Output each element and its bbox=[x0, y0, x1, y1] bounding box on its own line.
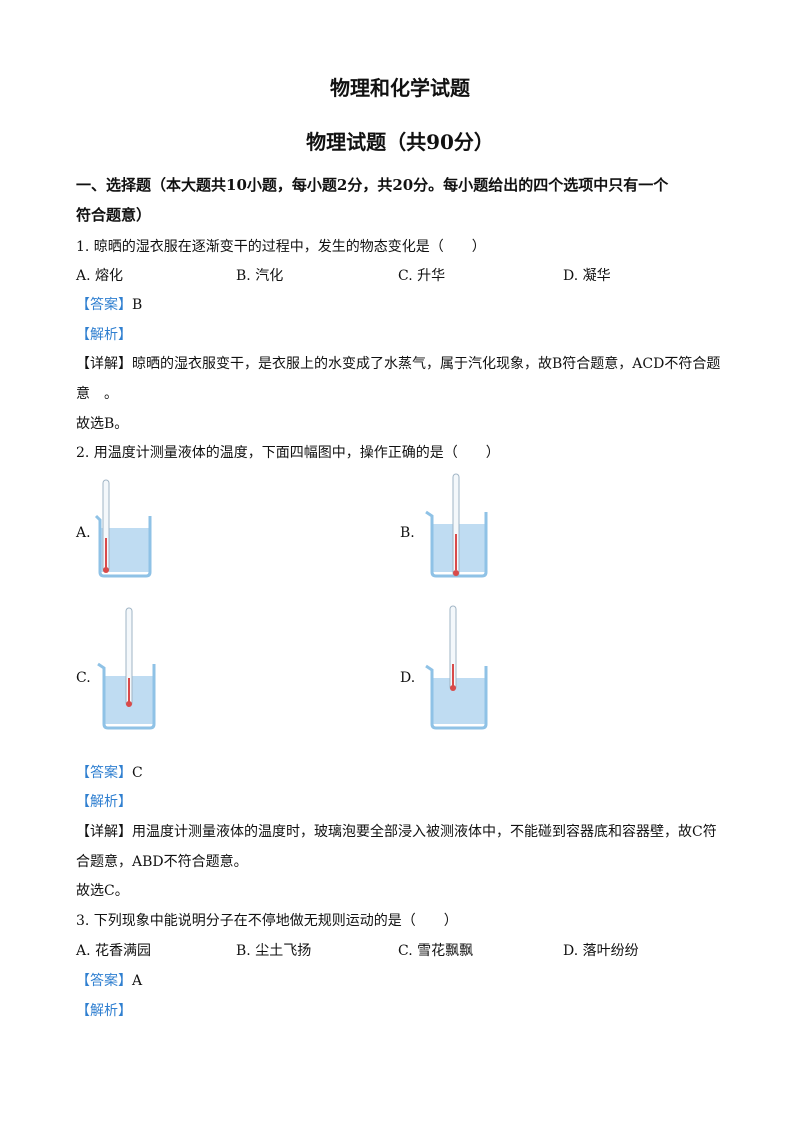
q3-option-a: A. 花香满园 bbox=[76, 943, 152, 959]
answer-value: C bbox=[132, 765, 143, 781]
q2-option-a-figure bbox=[92, 478, 162, 578]
section-heading-line2: 符合题意） bbox=[76, 206, 152, 224]
answer-tag: 【答案】 bbox=[76, 297, 132, 313]
answer-value: B bbox=[132, 297, 143, 313]
q2-analysis-tag: 【解析】 bbox=[76, 791, 132, 811]
section-heading-line1: 一、选择题（本大题共10小题，每小题2分，共20分。每小题给出的四个选项中只有一… bbox=[76, 176, 669, 194]
q1-analysis-tag: 【解析】 bbox=[76, 324, 132, 344]
answer-value: A bbox=[132, 973, 143, 989]
q1-option-b: B. 汽化 bbox=[236, 268, 284, 284]
q3-option-d: D. 落叶纷纷 bbox=[563, 943, 639, 959]
q1-detail-line2: 意 。 bbox=[76, 386, 118, 402]
q2-option-c-label: C. bbox=[76, 670, 91, 686]
q3-analysis-tag: 【解析】 bbox=[76, 1000, 132, 1020]
q2-stem: 2. 用温度计测量液体的温度，下面四幅图中，操作正确的是（ ） bbox=[76, 445, 500, 461]
q3-option-b: B. 尘土飞扬 bbox=[236, 943, 312, 959]
page-subtitle: 物理试题（共90分） bbox=[306, 130, 494, 154]
page-title: 物理和化学试题 bbox=[330, 76, 470, 100]
q2-detail-line1: 【详解】用温度计测量液体的温度时，玻璃泡要全部浸入被测液体中，不能碰到容器底和容… bbox=[76, 821, 717, 841]
analysis-tag: 【解析】 bbox=[76, 794, 132, 810]
q2-option-d-figure bbox=[418, 604, 498, 730]
q1-stem: 1. 晾晒的湿衣服在逐渐变干的过程中，发生的物态变化是（ ） bbox=[76, 239, 486, 255]
q2-option-a-label: A. bbox=[76, 525, 91, 541]
analysis-tag: 【解析】 bbox=[76, 1003, 132, 1019]
q2-answer: 【答案】C bbox=[76, 762, 143, 782]
q2-option-b-label: B. bbox=[400, 525, 415, 541]
q1-option-a: A. 熔化 bbox=[76, 268, 124, 284]
q1-answer: 【答案】B bbox=[76, 294, 142, 314]
analysis-tag: 【解析】 bbox=[76, 327, 132, 343]
q2-conclusion: 故选C。 bbox=[76, 883, 129, 899]
q1-detail-line1: 【详解】晾晒的湿衣服变干，是衣服上的水变成了水蒸气，属于汽化现象，故B符合题意，… bbox=[76, 353, 720, 373]
q1-conclusion: 故选B。 bbox=[76, 416, 129, 432]
q1-option-c: C. 升华 bbox=[398, 268, 446, 284]
q2-option-d-label: D. bbox=[400, 670, 416, 686]
q3-answer: 【答案】A bbox=[76, 970, 142, 990]
detail-text: 用温度计测量液体的温度时，玻璃泡要全部浸入被测液体中，不能碰到容器底和容器壁，故… bbox=[132, 824, 717, 840]
q2-option-b-figure bbox=[418, 472, 498, 580]
q3-option-c: C. 雪花飘飘 bbox=[398, 943, 474, 959]
detail-text: 晾晒的湿衣服变干，是衣服上的水变成了水蒸气，属于汽化现象，故B符合题意，ACD不… bbox=[132, 356, 721, 372]
q2-option-c-figure bbox=[94, 606, 164, 730]
q3-stem: 3. 下列现象中能说明分子在不停地做无规则运动的是（ ） bbox=[76, 913, 458, 929]
q1-option-d: D. 凝华 bbox=[563, 268, 611, 284]
detail-tag: 【详解】 bbox=[76, 824, 132, 840]
answer-tag: 【答案】 bbox=[76, 765, 132, 781]
answer-tag: 【答案】 bbox=[76, 973, 132, 989]
detail-tag: 【详解】 bbox=[76, 356, 132, 372]
q2-detail-line2: 合题意，ABD不符合题意。 bbox=[76, 854, 248, 870]
